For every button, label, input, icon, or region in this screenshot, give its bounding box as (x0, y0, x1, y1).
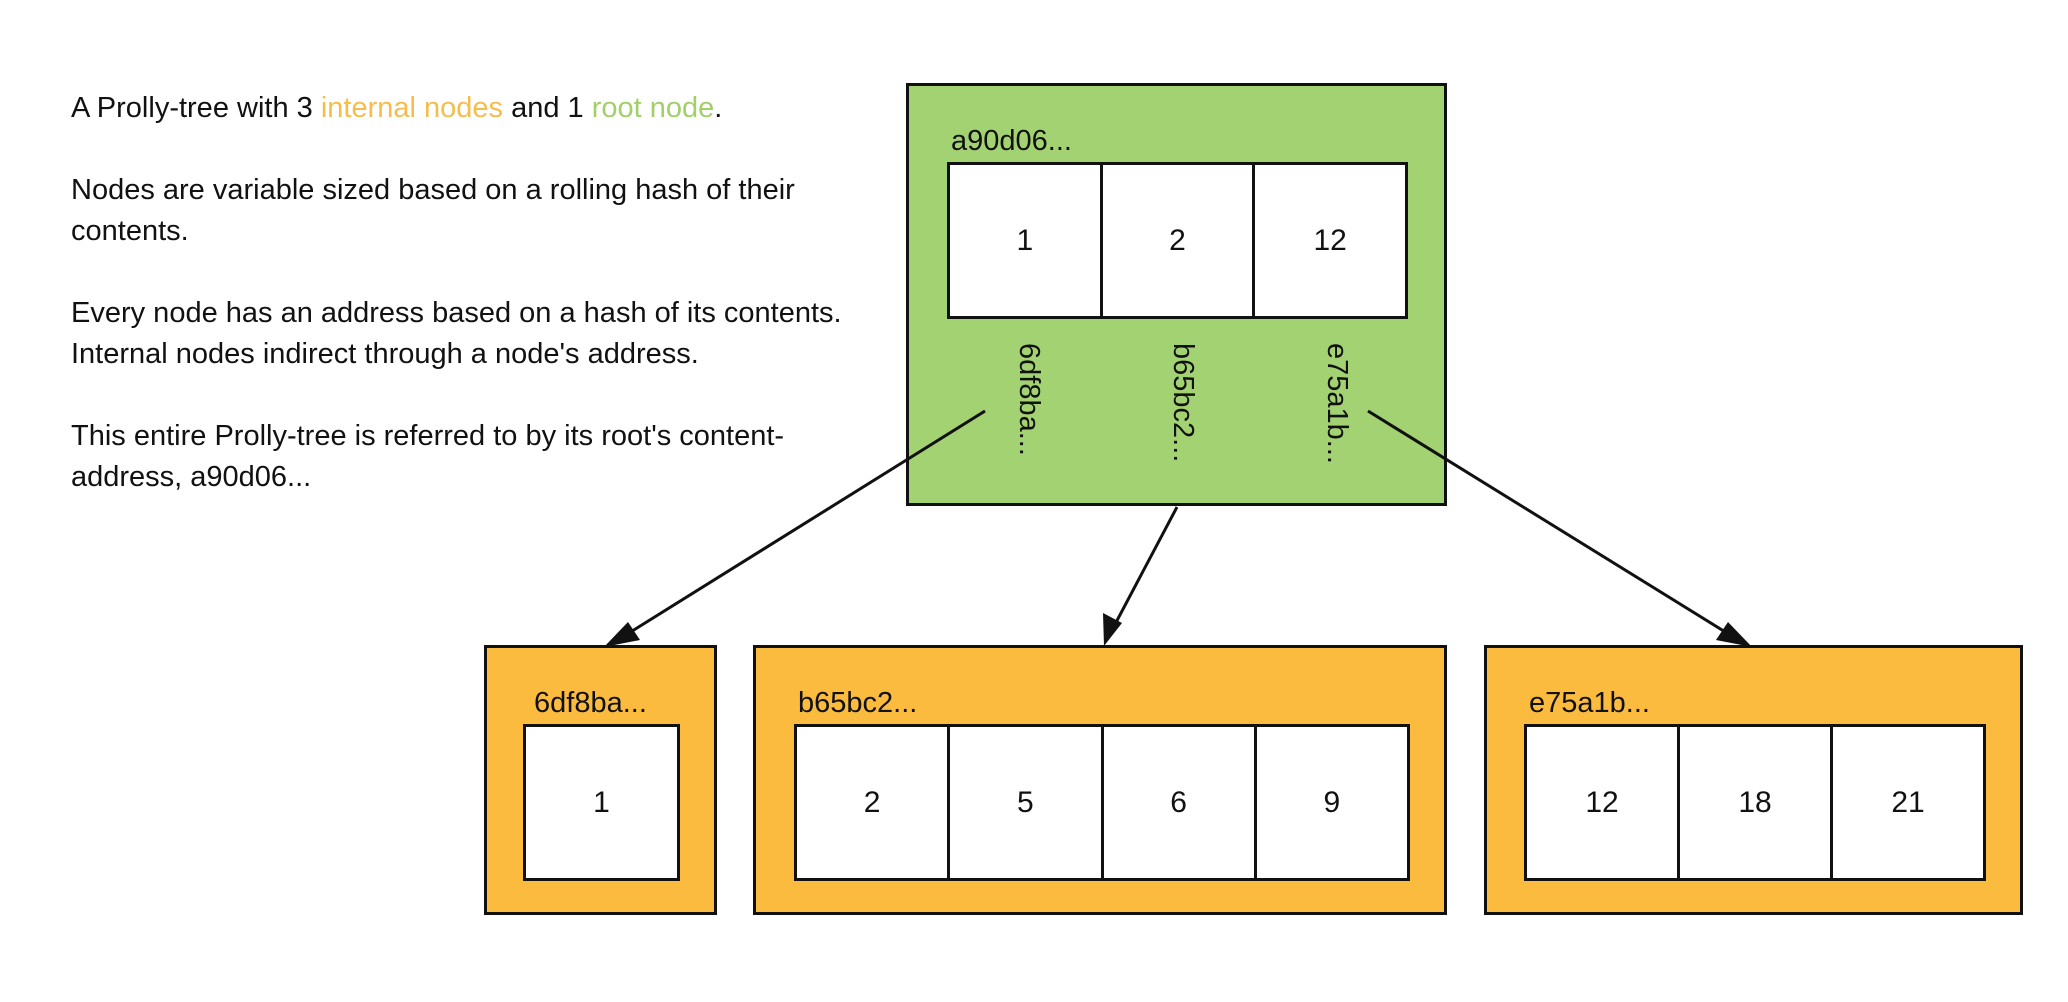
root-node: a90d06... 1 2 12 6df8ba... b65bc2... e75… (906, 83, 1447, 506)
internal-node-1-keys: 1 (523, 724, 680, 881)
internal-node-3-keys: 12 18 21 (1524, 724, 1986, 881)
key-cell: 2 (863, 785, 881, 819)
key-cell: 6 (1100, 727, 1254, 878)
key-cell: 2 (1099, 165, 1253, 316)
root-pointer-1: 6df8ba... (1013, 343, 1045, 456)
internal-node-2-address: b65bc2... (798, 687, 918, 719)
description: A Prolly-tree with 3 internal nodes and … (71, 88, 891, 539)
internal-node-1: 6df8ba... 1 (484, 645, 717, 915)
key-cell: 5 (947, 727, 1100, 878)
internal-node-3-address: e75a1b... (1529, 687, 1650, 719)
description-paragraph-2: Nodes are variable sized based on a roll… (71, 174, 795, 247)
arrow-to-internal-node-2 (1103, 506, 1179, 646)
key-cell: 1 (1016, 223, 1034, 257)
key-cell: 21 (1830, 727, 1983, 878)
internal-nodes-highlight: internal nodes (320, 92, 504, 124)
description-text: and 1 (503, 92, 592, 124)
key-cell: 12 (1585, 785, 1619, 819)
root-pointer-2: b65bc2... (1167, 343, 1199, 463)
description-text: A Prolly-tree with 3 (71, 92, 321, 124)
root-node-highlight: root node (591, 92, 715, 124)
internal-node-2: b65bc2... 2 5 6 9 (753, 645, 1447, 915)
root-node-address: a90d06... (951, 125, 1072, 157)
description-line-1: A Prolly-tree with 3 internal nodes and … (71, 88, 891, 129)
key-cell: 9 (1253, 727, 1407, 878)
description-paragraph-4: This entire Prolly-tree is referred to b… (71, 420, 785, 493)
internal-node-2-keys: 2 5 6 9 (794, 724, 1410, 881)
root-node-keys: 1 2 12 (947, 162, 1408, 319)
key-cell: 12 (1252, 165, 1405, 316)
description-text: . (714, 92, 723, 124)
internal-node-1-address: 6df8ba... (534, 687, 647, 719)
root-pointer-3: e75a1b... (1321, 343, 1353, 464)
key-cell: 1 (593, 785, 610, 819)
key-cell: 18 (1677, 727, 1830, 878)
internal-node-3: e75a1b... 12 18 21 (1484, 645, 2023, 915)
description-paragraph-3: Every node has an address based on a has… (71, 297, 842, 370)
